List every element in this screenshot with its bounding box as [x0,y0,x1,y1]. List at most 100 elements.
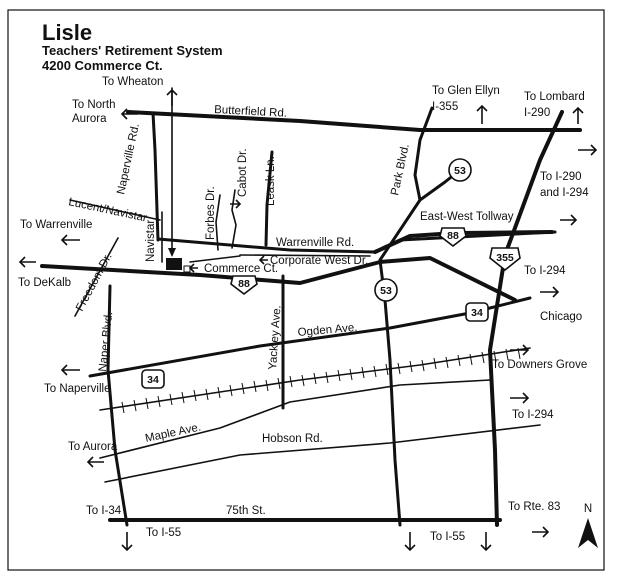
road-i355 [488,110,564,527]
label-i355: I-355 [432,101,458,113]
road-ew-tollway [373,232,442,254]
label-to-glen-ellyn: To Glen Ellyn [432,85,500,97]
label-maple: Maple Ave. [144,421,202,445]
arrow-aurora [86,456,104,468]
label-to-i55-b: To I-55 [430,531,465,543]
north-arrow: N [578,503,598,548]
railroad-ties [109,347,521,416]
label-to-i290: To I-290 [540,171,582,183]
trs-building-annex [183,265,191,273]
map-frame [7,9,605,571]
arrow-wheaton [166,88,178,106]
label-corporate-west: Corporate West Dr. [270,255,368,267]
label-to-i294-a: To I-294 [524,265,566,277]
arrow-i55-left [121,532,133,552]
arrow-chicago [540,286,560,298]
railroad [99,347,531,411]
road-park [378,106,434,527]
label-to-aurora: To Aurora [68,441,118,453]
road-butterfield [126,110,582,132]
shield-88-top: 88 [439,227,467,248]
label-to-downers-grove: To Downers Grove [492,359,587,371]
label-ew-tollway: East-West Tollway [420,211,514,223]
label-forbes: Forbes Dr. [205,186,217,240]
shield-355: 355 [489,247,521,272]
arrow-i294-a [560,214,578,226]
arrow-rte83 [532,526,550,538]
label-and-i294: and I-294 [540,187,589,199]
label-navistar: Navistar [145,220,157,262]
road-i88 [40,256,517,302]
svg-text:53: 53 [380,285,392,297]
shield-88-mid: 88 [230,275,258,296]
org-name: Teachers' Retirement System [42,43,223,58]
label-chicago: Chicago [540,311,582,323]
org-address: 4200 Commerce Ct. [42,58,163,73]
svg-text:355: 355 [496,252,514,264]
direction-arrows [18,88,598,552]
arrow-i55-mid [404,532,416,552]
road-naperville-rd [151,111,160,242]
label-yackley: Yackley Ave. [267,305,283,370]
road-lucent [69,199,161,221]
label-to-naperville: To Naperville [44,383,110,395]
label-75th: 75th St. [226,505,266,517]
road-hobson [104,424,541,483]
road-ew-tollway-east [460,230,554,235]
label-to-warrenville: To Warrenville [20,219,92,231]
label-to-i294-b: To I-294 [512,409,554,421]
label-warrenville: Warrenville Rd. [276,237,354,249]
arrow-i294-b [510,392,530,404]
label-leask: Leask Ln. [265,156,277,206]
svg-text:88: 88 [238,278,250,290]
road-cabot [231,189,237,249]
arrow-i290 [578,144,598,156]
road-maple [99,379,491,459]
label-to-lombard: To Lombard [524,91,585,103]
corporate-arrow [258,255,268,265]
road-commerce [189,255,241,263]
svg-text:53: 53 [454,165,466,177]
svg-text:88: 88 [447,230,459,242]
map-title: Lisle [42,20,92,45]
arrow-naperville [60,364,80,376]
road-freedom [74,237,119,317]
arrow-lombard [572,106,584,124]
label-ogden: Ogden Ave. [297,322,358,339]
label-to-dekalb: To DeKalb [18,277,71,289]
compass-label: N [584,503,592,515]
arrow-downers-grove [510,344,530,356]
arrow-dekalb [18,256,36,268]
label-to-north: To North [72,99,115,111]
shield-53-top: 53 [448,158,472,182]
road-corporate-west [239,254,371,257]
road-leask [264,150,274,247]
commerce-arrow [188,263,198,273]
shield-34-left: 34 [141,369,165,389]
arrow-north-aurora [120,108,138,120]
location-pointer-head [168,248,176,257]
label-to-wheaton: To Wheaton [102,76,163,88]
arrow-i55-right [480,532,492,552]
label-cabot: Cabot Dr. [237,148,249,197]
cabot-arrow [230,199,242,209]
arrow-warrenville [60,234,80,246]
svg-text:34: 34 [471,307,483,319]
arrow-glen-ellyn [476,104,488,124]
label-butterfield: Butterfield Rd. [214,104,287,120]
road-ogden [88,296,532,378]
label-naperville-rd: Naperville Rd. [115,122,142,195]
label-to-rte83: To Rte. 83 [508,501,560,513]
shield-34-right: 34 [465,302,489,322]
label-hobson: Hobson Rd. [262,433,323,445]
road-forbes [215,194,221,251]
shield-53-mid: 53 [374,278,398,302]
trs-building [166,258,182,270]
label-to-i34: To I-34 [86,505,122,517]
label-to-i55-a: To I-55 [146,527,181,539]
label-i290: I-290 [524,107,550,119]
label-aurora-north: Aurora [72,113,107,125]
label-park: Park Blvd. [389,143,412,197]
label-commerce: Commerce Ct. [204,263,278,275]
